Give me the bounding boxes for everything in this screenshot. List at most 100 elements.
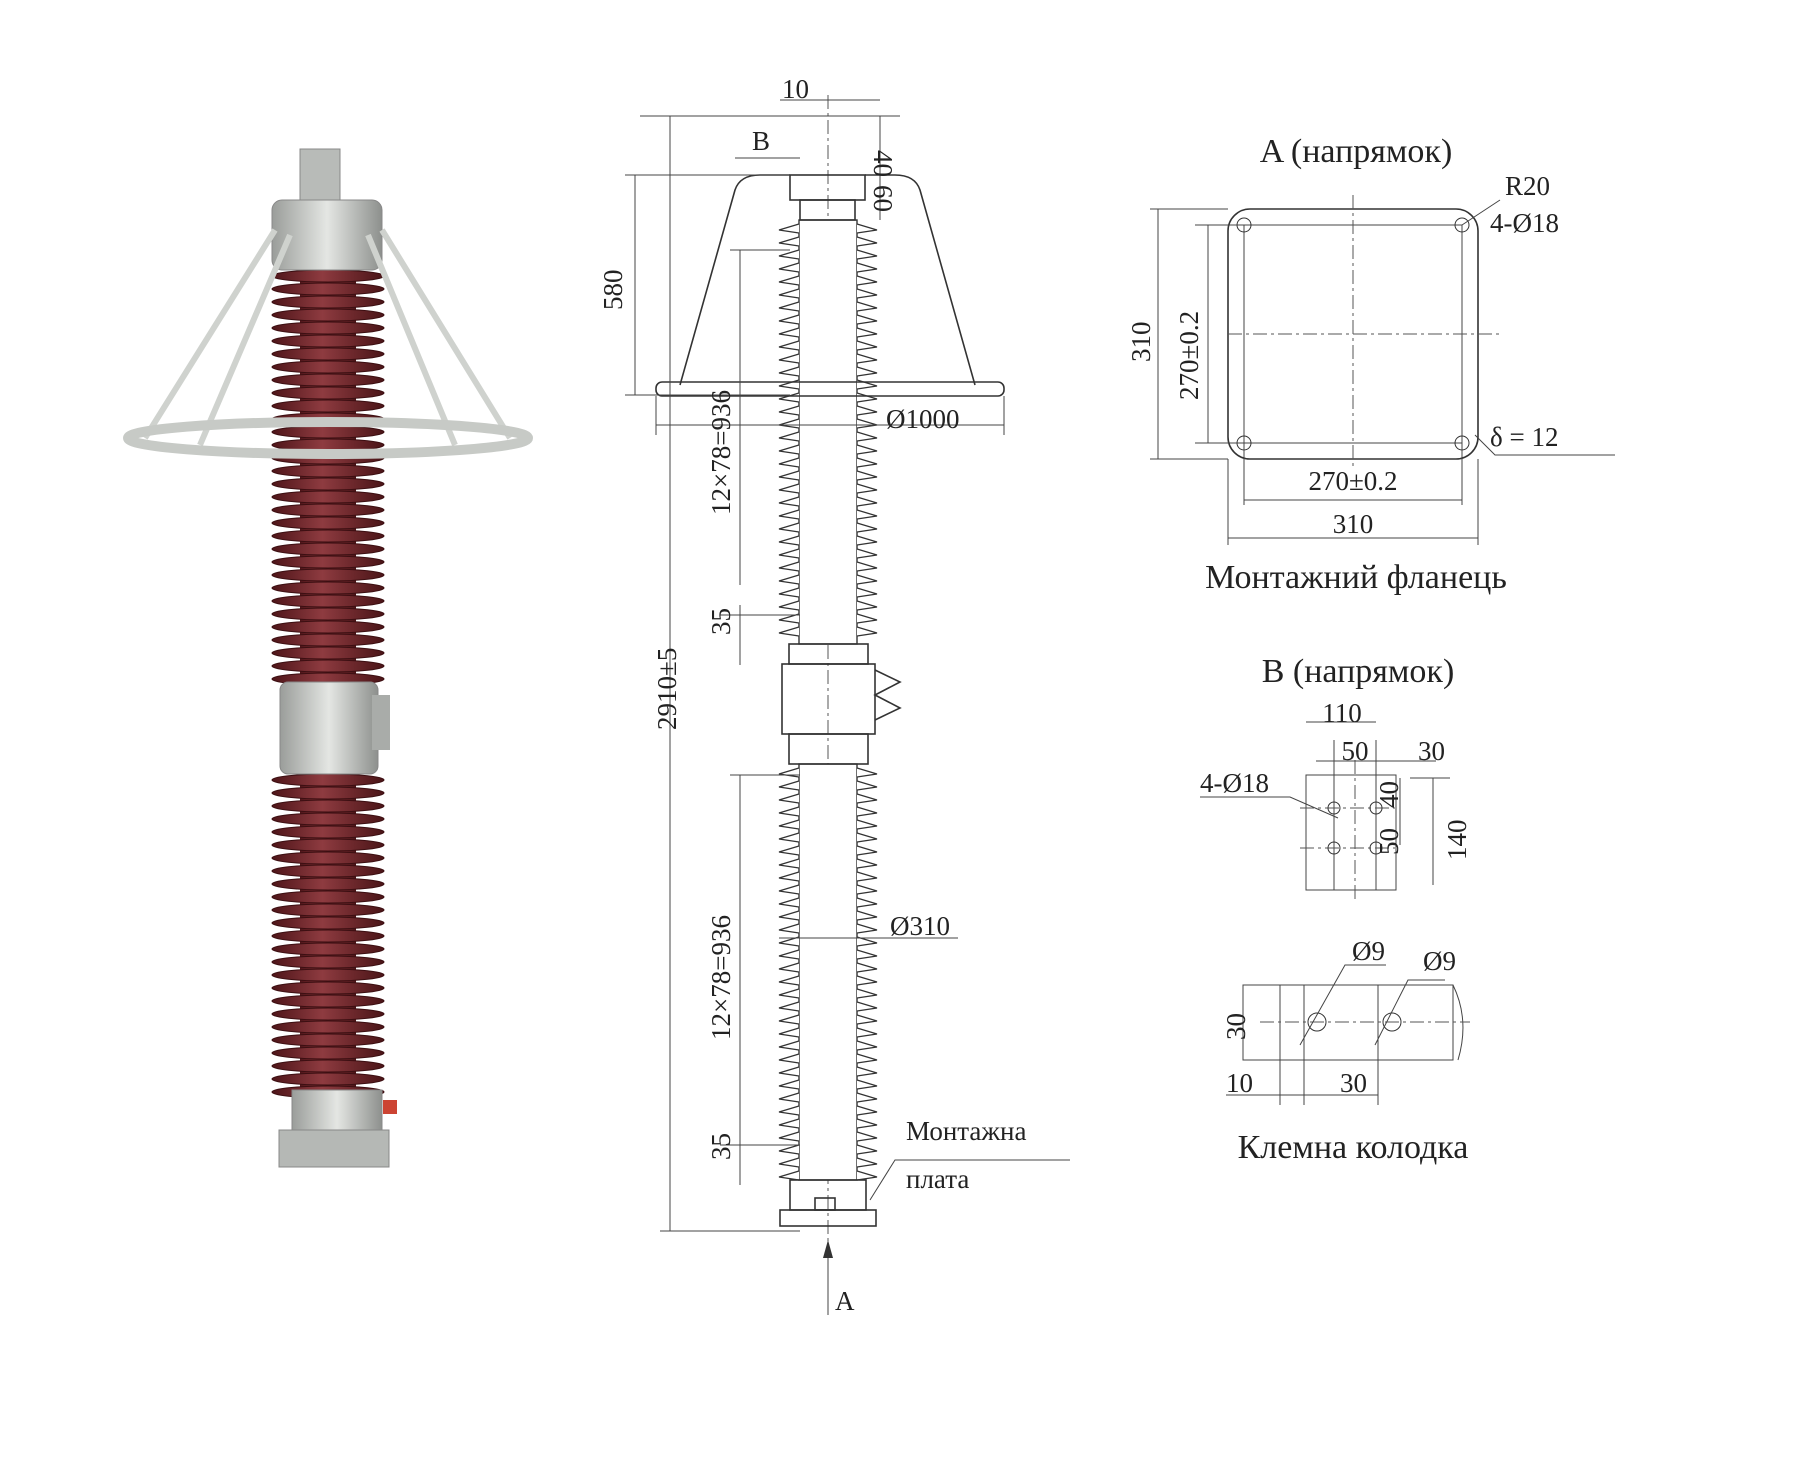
- flange-inner-width: 270±0.2: [1308, 466, 1397, 496]
- mounting-flange-view: A (напрямок) R20 4-Ø18 310 270±0.2 δ = 1…: [1126, 133, 1615, 596]
- drawing-shed: [778, 626, 878, 637]
- porcelain-shed: [271, 464, 385, 478]
- terminal-height-30: 30: [1221, 1013, 1251, 1040]
- terminal-width-50: 50: [1342, 736, 1369, 766]
- flange-outer-width: 310: [1333, 509, 1374, 539]
- porcelain-shed: [271, 334, 385, 348]
- porcelain-shed: [271, 347, 385, 361]
- terminal-view-title: B (напрямок): [1262, 653, 1455, 690]
- drawing-shed: [778, 819, 878, 830]
- dim-upper-shed-pitch: 12×78=936: [706, 390, 736, 515]
- porcelain-shed: [271, 386, 385, 400]
- label-view-a: A: [835, 1286, 855, 1316]
- porcelain-shed: [271, 568, 385, 582]
- terminal-hole-diameter-1: Ø9: [1352, 936, 1385, 966]
- drawing-shed: [778, 1014, 878, 1025]
- middle-flange: [279, 681, 379, 775]
- dim-35-upper: 35: [706, 608, 736, 635]
- porcelain-shed: [271, 1046, 385, 1060]
- porcelain-shed: [271, 994, 385, 1008]
- label-view-b: B: [752, 126, 770, 156]
- drawing-shed: [778, 1092, 878, 1103]
- drawing-shed: [778, 1040, 878, 1051]
- drawing-shed: [778, 1079, 878, 1090]
- drawing-shed: [778, 405, 878, 416]
- porcelain-shed: [271, 955, 385, 969]
- porcelain-shed: [271, 1007, 385, 1021]
- porcelain-shed: [271, 477, 385, 491]
- porcelain-shed: [271, 594, 385, 608]
- porcelain-shed: [271, 916, 385, 930]
- drawing-shed: [778, 962, 878, 973]
- porcelain-shed: [271, 1072, 385, 1086]
- dim-shed-diameter: Ø310: [890, 911, 950, 941]
- drawing-shed: [778, 470, 878, 481]
- porcelain-shed: [271, 542, 385, 556]
- porcelain-shed: [271, 633, 385, 647]
- drawing-shed: [778, 1001, 878, 1012]
- porcelain-shed: [271, 786, 385, 800]
- drawing-shed: [778, 871, 878, 882]
- arrester-photo: [123, 148, 533, 1168]
- porcelain-shed: [271, 864, 385, 878]
- drawing-shed: [778, 496, 878, 507]
- flange-outer-height: 310: [1126, 322, 1156, 363]
- terminal-height-140: 140: [1442, 820, 1472, 861]
- terminal-offset-10: 10: [1226, 1068, 1253, 1098]
- drawing-shed: [778, 366, 878, 377]
- drawing-shed: [778, 780, 878, 791]
- porcelain-shed: [271, 825, 385, 839]
- drawing-shed: [778, 1027, 878, 1038]
- arrester-drawing: 10 B 40 60 580 12×78=936 Ø1000 35 2910±5…: [598, 74, 1070, 1316]
- drawing-shed: [778, 548, 878, 559]
- porcelain-shed: [271, 659, 385, 673]
- counter-port: [383, 1100, 397, 1114]
- drawing-shed: [778, 613, 878, 624]
- terminal-width-30: 30: [1418, 736, 1445, 766]
- porcelain-shed: [271, 529, 385, 543]
- dim-40: 40: [868, 150, 898, 177]
- drawing-shed: [778, 314, 878, 325]
- drawing-shed: [778, 988, 878, 999]
- porcelain-shed: [271, 968, 385, 982]
- terminal-block-view: B (напрямок) 110 50 30 4-Ø18 50 40 140 Ø…: [1200, 653, 1472, 1166]
- drawing-shed: [778, 522, 878, 533]
- drawing-shed: [778, 975, 878, 986]
- flange-view-title: A (напрямок): [1260, 133, 1453, 170]
- porcelain-shed: [271, 981, 385, 995]
- drawing-shed: [778, 561, 878, 572]
- drawing-shed: [778, 431, 878, 442]
- drawing-shed: [778, 444, 878, 455]
- drawing-shed: [778, 936, 878, 947]
- terminal-spacing-30: 30: [1340, 1068, 1367, 1098]
- base-plate: [278, 1129, 390, 1168]
- porcelain-shed: [271, 773, 385, 787]
- drawing-shed: [778, 1053, 878, 1064]
- porcelain-shed: [271, 490, 385, 504]
- porcelain-shed: [271, 903, 385, 917]
- porcelain-shed: [271, 516, 385, 530]
- flange-caption: Монтажний фланець: [1205, 559, 1507, 596]
- drawing-shed: [778, 535, 878, 546]
- dim-lower-shed-pitch: 12×78=936: [706, 915, 736, 1040]
- lower-porcelain-sheds: [271, 773, 385, 1099]
- porcelain-shed: [271, 812, 385, 826]
- porcelain-shed: [271, 646, 385, 660]
- porcelain-shed: [271, 321, 385, 335]
- dim-60: 60: [868, 185, 898, 212]
- drawing-shed: [778, 793, 878, 804]
- drawing-shed: [778, 1170, 878, 1181]
- porcelain-shed: [271, 929, 385, 943]
- drawing-shed: [778, 600, 878, 611]
- drawing-shed: [778, 832, 878, 843]
- drawing-shed: [778, 949, 878, 960]
- drawing-shed: [778, 923, 878, 934]
- drawing-shed: [778, 509, 878, 520]
- drawing-shed: [778, 392, 878, 403]
- drawing-shed: [778, 574, 878, 585]
- drawing-shed: [778, 1118, 878, 1129]
- drawing-shed: [778, 262, 878, 273]
- drawing-shed: [778, 275, 878, 286]
